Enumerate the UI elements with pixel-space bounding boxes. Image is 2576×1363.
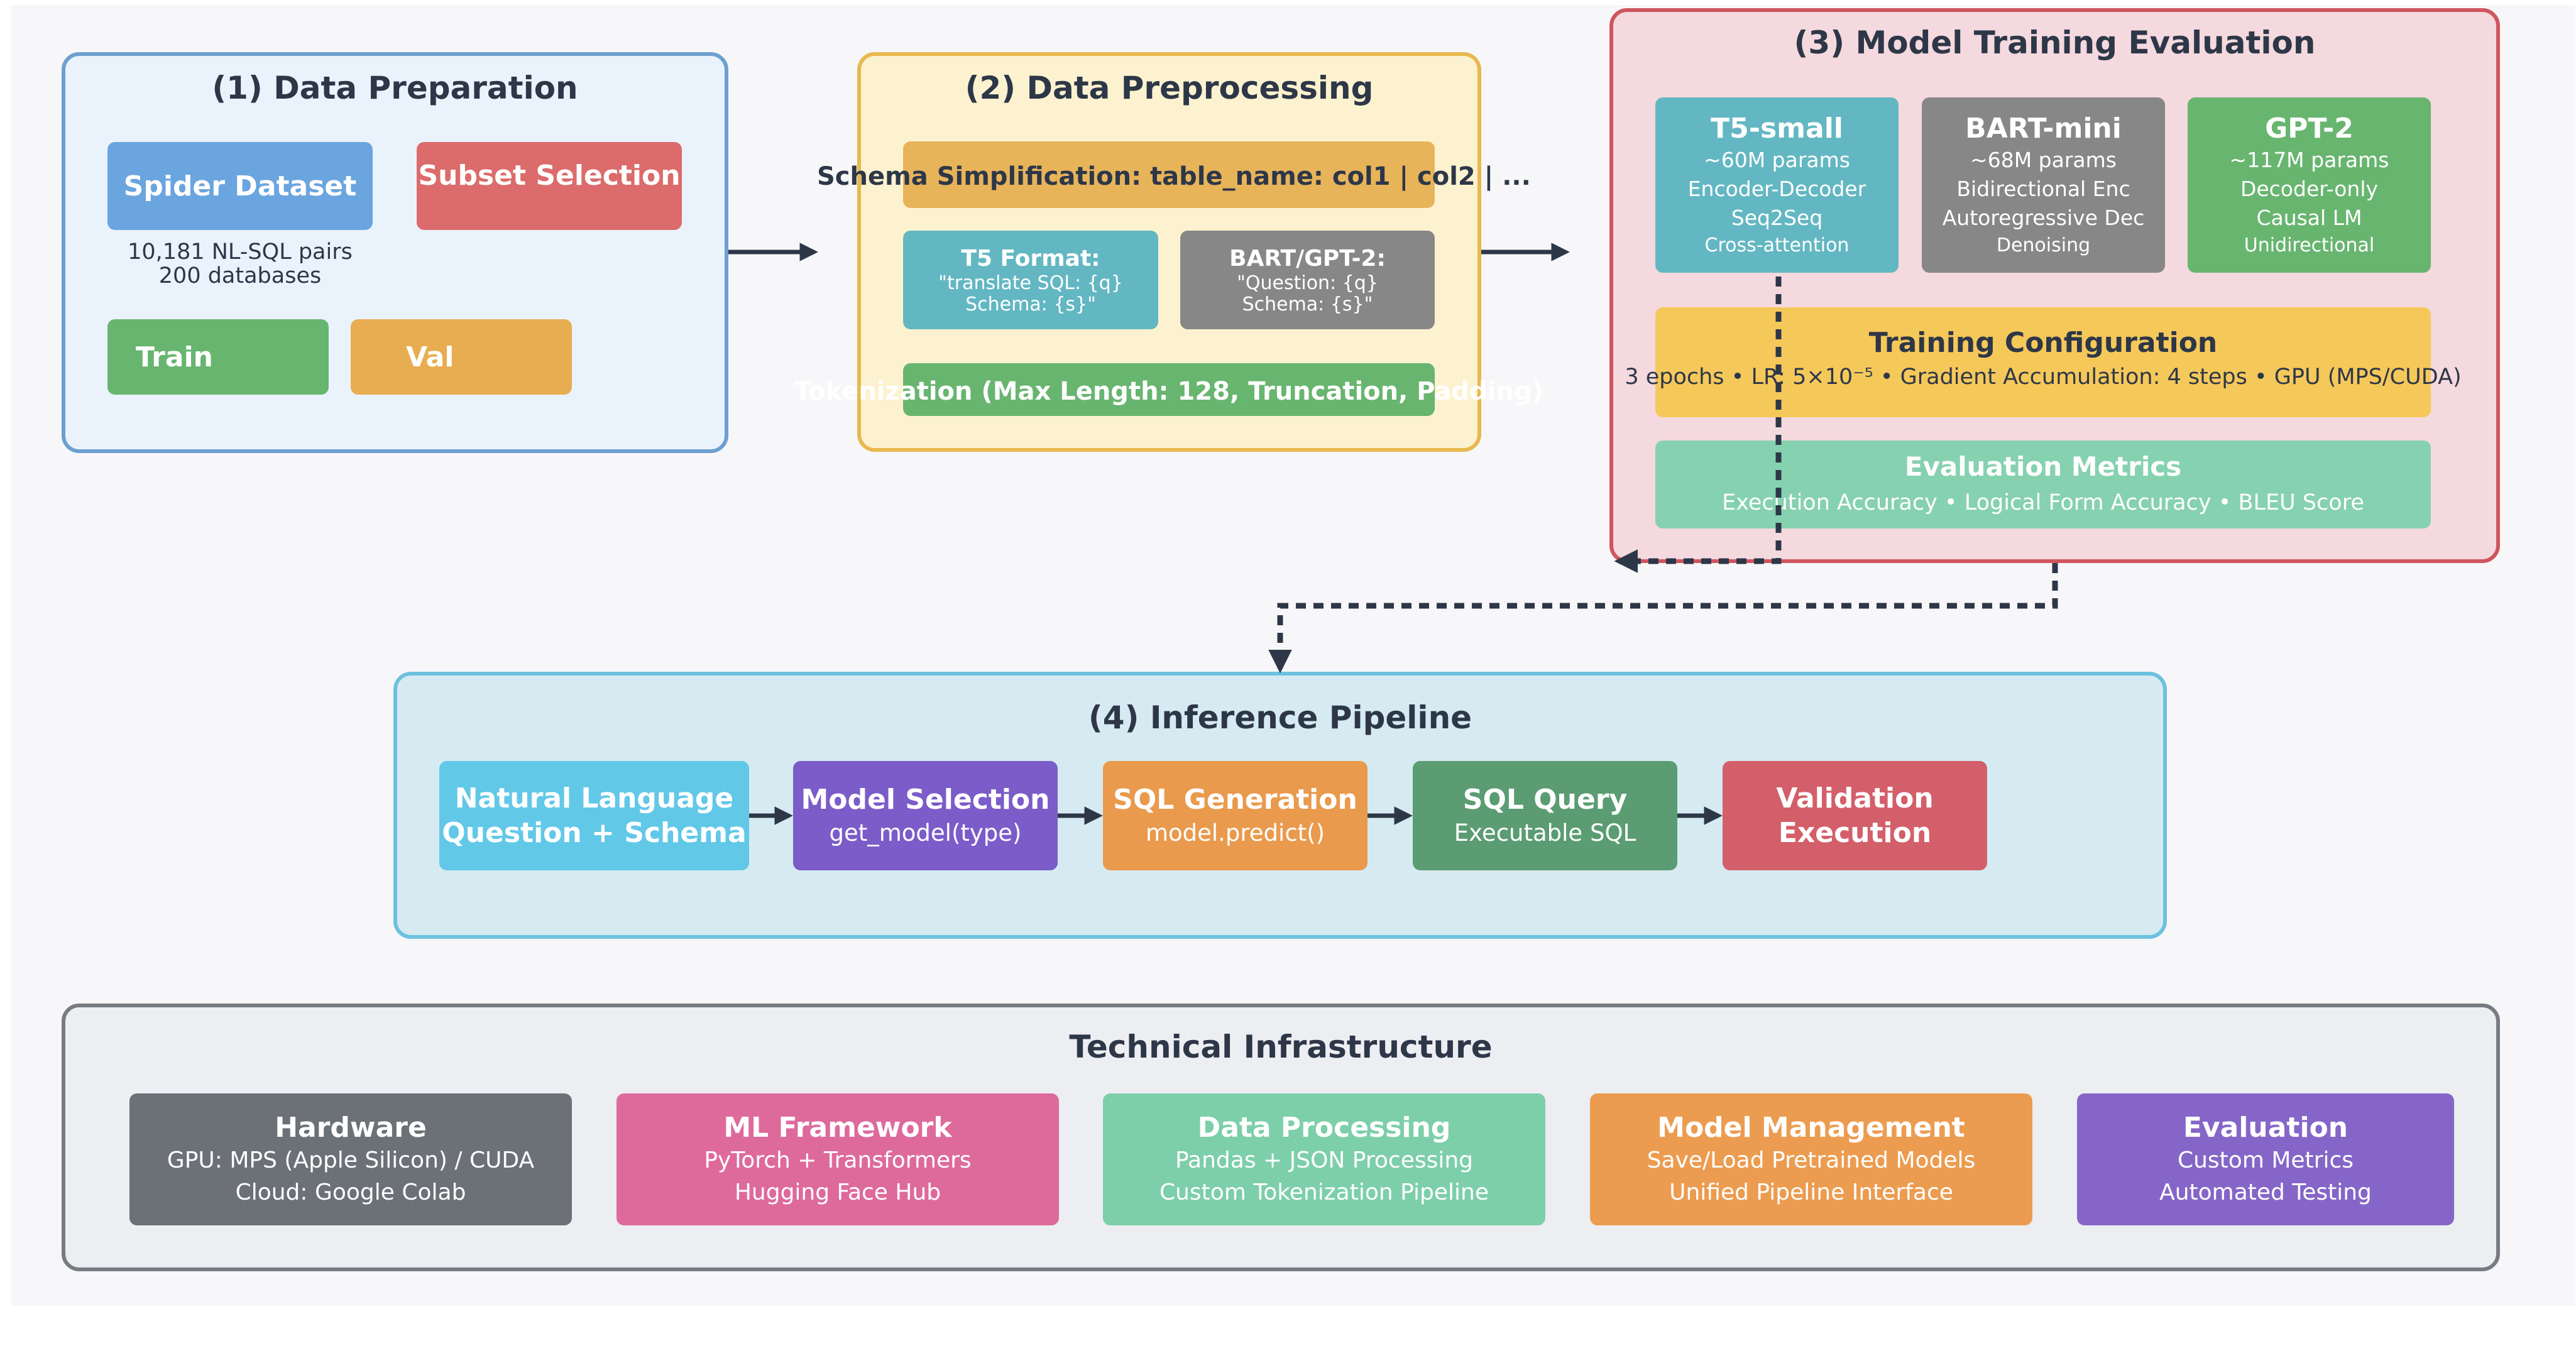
infra-hardware: Hardware GPU: MPS (Apple Silicon) / CUDA…	[129, 1093, 572, 1225]
infra-detail: Save/Load Pretrained Models	[1647, 1147, 1976, 1174]
train-split-box: Train	[107, 319, 329, 395]
model-detail: Decoder-only	[2240, 176, 2379, 201]
tokenization-bar	[903, 363, 1435, 416]
step-title: Model Selection	[801, 783, 1050, 816]
inference-pipeline-title: (4) Inference Pipeline	[1088, 699, 1472, 736]
step-title: Natural Language	[454, 782, 734, 814]
model-card-gpt-2: GPT-2 ~117M params Decoder-only Causal L…	[2188, 97, 2431, 273]
train-split-label: Train	[136, 341, 213, 373]
model-detail: ~117M params	[2229, 147, 2389, 172]
infra-detail: Hugging Face Hub	[734, 1179, 941, 1205]
infra-detail: Pandas + JSON Processing	[1175, 1147, 1474, 1174]
model-detail: Autoregressive Dec	[1942, 205, 2145, 231]
infra-title: Data Processing	[1197, 1112, 1451, 1144]
step-sub: model.predict()	[1145, 819, 1325, 846]
pipeline-step-sql-query: SQL Query Executable SQL	[1413, 761, 1677, 870]
infra-title: Model Management	[1657, 1112, 1965, 1144]
infra-detail: PyTorch + Transformers	[704, 1147, 972, 1174]
bart-gpt2-format-box: BART/GPT-2: "Question: {q} Schema: {s}"	[1180, 231, 1435, 329]
step-sub: Executable SQL	[1454, 819, 1636, 846]
infra-detail: Cloud: Google Colab	[235, 1179, 466, 1205]
training-configuration-box	[1655, 307, 2431, 417]
schema-simplification-label: Schema Simplification: table_name: col1 …	[817, 162, 1531, 191]
schema-simplification-bar	[903, 141, 1435, 208]
infra-title: ML Framework	[723, 1112, 952, 1144]
val-split-label: Val	[406, 341, 454, 373]
model-detail: ~68M params	[1970, 147, 2117, 172]
val-split-box: Val	[351, 319, 572, 395]
model-name: T5-small	[1711, 112, 1843, 145]
step-title: SQL Generation	[1113, 783, 1357, 816]
pipeline-step-question-schema: Natural Language Question + Schema	[439, 761, 749, 870]
infra-detail: Automated Testing	[2159, 1179, 2372, 1205]
subset-selection-label: Subset Selection	[418, 160, 681, 192]
model-detail: Bidirectional Enc	[1956, 176, 2130, 201]
t5-format-line-1: "translate SQL: {q}	[938, 271, 1123, 294]
infra-evaluation: Evaluation Custom Metrics Automated Test…	[2077, 1093, 2454, 1225]
training-configuration-title: Training Configuration	[1868, 327, 2218, 359]
pipeline-step-model-selection: Model Selection get_model(type)	[793, 761, 1058, 870]
infra-model-management: Model Management Save/Load Pretrained Mo…	[1590, 1093, 2032, 1225]
bart-gpt2-format-title: BART/GPT-2:	[1229, 245, 1386, 271]
model-detail: Denoising	[1996, 234, 2091, 257]
step-title: Question + Schema	[442, 817, 747, 849]
pipeline-step-sql-generation: SQL Generation model.predict()	[1103, 761, 1367, 870]
dataset-stat-databases: 200 databases	[158, 263, 322, 288]
model-card-bart-mini: BART-mini ~68M params Bidirectional Enc …	[1922, 97, 2165, 273]
bart-gpt2-format-line-2: Schema: {s}"	[1242, 293, 1373, 315]
dataset-stat-pairs: 10,181 NL-SQL pairs	[128, 239, 353, 265]
infra-detail: Custom Metrics	[2177, 1147, 2354, 1174]
evaluation-metrics-box: Evaluation Metrics Execution Accuracy • …	[1655, 441, 2431, 528]
model-detail: Encoder-Decoder	[1687, 176, 1866, 201]
model-detail: ~60M params	[1704, 147, 1850, 172]
model-card-t5-small: T5-small ~60M params Encoder-Decoder Seq…	[1655, 97, 1899, 273]
data-preparation-title: (1) Data Preparation	[212, 70, 578, 106]
dataset-stats: 10,181 NL-SQL pairs 200 databases	[107, 240, 373, 288]
step-sub: get_model(type)	[829, 819, 1022, 846]
bart-gpt2-format-line-1: "Question: {q}	[1237, 271, 1378, 294]
model-detail: Causal LM	[2256, 205, 2362, 231]
infra-detail: GPU: MPS (Apple Silicon) / CUDA	[167, 1147, 535, 1174]
evaluation-metrics-detail: Execution Accuracy • Logical Form Accura…	[1722, 490, 2364, 515]
training-configuration-detail: 3 epochs • LR: 5×10⁻⁵ • Gradient Accumul…	[1625, 364, 2462, 390]
spider-dataset-box: Spider Dataset	[107, 142, 373, 230]
t5-format-title: T5 Format:	[961, 245, 1100, 271]
model-name: GPT-2	[2265, 112, 2354, 145]
model-training-title: (3) Model Training Evaluation	[1794, 25, 2316, 61]
infra-title: Hardware	[275, 1112, 427, 1144]
t5-format-box: T5 Format: "translate SQL: {q} Schema: {…	[903, 231, 1158, 329]
infra-data-processing: Data Processing Pandas + JSON Processing…	[1103, 1093, 1545, 1225]
model-detail: Cross-attention	[1704, 234, 1850, 257]
model-detail: Seq2Seq	[1731, 205, 1823, 231]
pipeline-step-validation: Validation Execution	[1723, 761, 1987, 870]
step-title: Execution	[1778, 817, 1932, 849]
technical-infrastructure-title: Technical Infrastructure	[1069, 1029, 1493, 1065]
step-title: SQL Query	[1462, 783, 1628, 816]
infra-ml-framework: ML Framework PyTorch + Transformers Hugg…	[617, 1093, 1059, 1225]
evaluation-metrics-title: Evaluation Metrics	[1904, 451, 2182, 483]
spider-dataset-label: Spider Dataset	[123, 170, 357, 202]
step-title: Validation	[1776, 782, 1934, 814]
infra-detail: Custom Tokenization Pipeline	[1159, 1179, 1489, 1205]
t5-format-line-2: Schema: {s}"	[965, 293, 1096, 315]
model-name: BART-mini	[1965, 112, 2122, 145]
tokenization-label: Tokenization (Max Length: 128, Truncatio…	[794, 377, 1543, 406]
infra-title: Evaluation	[2183, 1112, 2349, 1144]
subset-selection-box: Subset Selection	[417, 142, 682, 230]
infra-detail: Unified Pipeline Interface	[1669, 1179, 1953, 1205]
data-preprocessing-title: (2) Data Preprocessing	[965, 70, 1374, 106]
model-detail: Unidirectional	[2244, 234, 2375, 257]
